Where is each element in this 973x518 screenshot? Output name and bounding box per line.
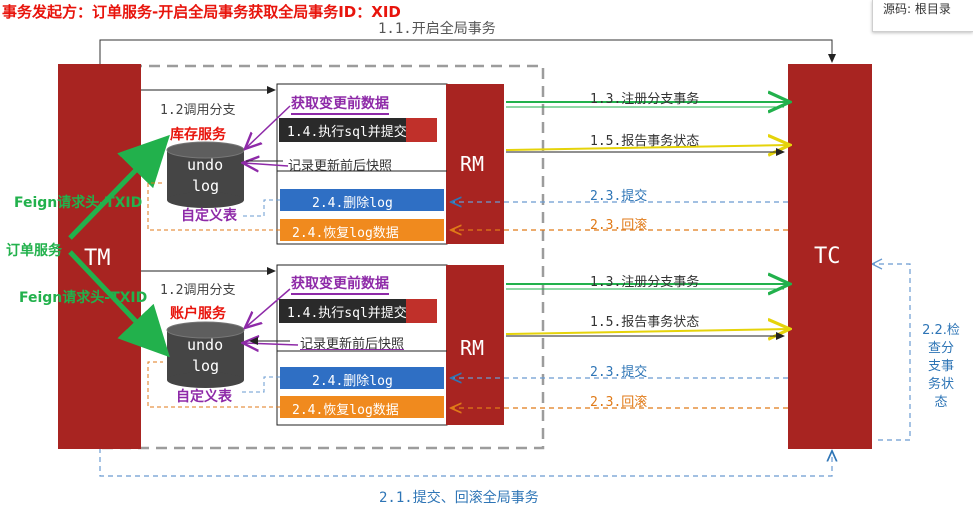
report-status-arrow-1 [505,145,788,150]
custom-table-label-1: 自定义表 [181,208,237,224]
undo-log-db-2 [166,321,245,388]
check-status-arrow [870,263,911,441]
rollback-label-1: 2.3.回滚 [590,218,648,233]
rm-block-2 [446,265,504,425]
call-branch-label-1: 1.2调用分支 [160,103,236,118]
report-status-label-1: 1.5.报告事务状态 [590,134,700,149]
feign-header-label-1: Feign请求头-TXID [14,195,143,211]
record-snapshot-label-1: 记录更新前后快照 [288,159,393,174]
commit-rollback-global-label: 2.1.提交、回滚全局事务 [379,490,539,506]
open-global-arrow [99,39,836,66]
log-label-2: log [192,357,220,375]
source-tooltip: 源码: 根目录 [872,0,973,32]
report-status-label-2: 1.5.报告事务状态 [590,315,700,330]
tm-label: TM [84,246,111,271]
exec-sql-suffix-1: 提交 [380,125,407,140]
undo-label-1: undo [187,156,224,174]
tc-block [788,64,872,449]
commit-label-2: 2.3.提交 [590,365,648,380]
rollback-label-2: 2.3.回滚 [590,395,648,410]
source-label: 源码: 根目录 [883,2,951,16]
get-before-data-label-1: 获取变更前数据 [291,93,389,115]
commit-rollback-global-arrow [99,448,832,477]
exec-sql-label-2: 1.4.执行sql并提交 [287,302,407,321]
page-title: 事务发起方：订单服务-开启全局事务获取全局事务ID：XID [2,3,401,21]
commit-label-1: 2.3.提交 [590,189,648,204]
order-service-label: 订单服务 [6,243,62,259]
exec-sql-suffix-2: 提交 [380,306,407,321]
restore-log-label-2: 2.4.恢复log数据 [292,403,399,418]
register-branch-label-2: 1.3.注册分支事务 [590,275,700,290]
rm-label-2: RM [460,336,485,360]
undo-label-2: undo [187,336,224,354]
feign-header-label-2: Feign请求头-TXID [19,290,148,306]
get-before-data-label-2: 获取变更前数据 [291,273,389,295]
delete-log-bar-2 [280,367,444,389]
undo-log-db-1 [166,141,245,208]
exec-sql-prefix-2: 1.4.执行sql并 [287,306,381,321]
register-branch-label-1: 1.3.注册分支事务 [590,92,700,107]
feign-arrow-2 [68,250,170,358]
restore-log-bar-1 [280,219,444,241]
report-status-arrow-2 [505,329,788,334]
log-label-1: log [192,177,220,195]
branch-frame-1 [276,83,448,245]
delete-log-bar-1 [280,189,444,211]
delete-log-label-2: 2.4.删除log [312,374,393,389]
call-branch-label-2: 1.2调用分支 [160,283,236,298]
restore-log-label-1: 2.4.恢复log数据 [292,226,399,241]
restore-log-bar-2 [280,396,444,418]
check-branch-status-label: 2.2.检查分支事务状态 [922,323,960,410]
delete-log-label-1: 2.4.删除log [312,196,393,211]
rm-block-1 [446,84,504,244]
exec-sql-label-1: 1.4.执行sql并提交 [287,121,407,140]
account-service-label: 账户服务 [170,306,226,322]
record-snapshot-label-2: 记录更新前后快照 [300,337,405,352]
open-global-label: 1.1.开启全局事务 [378,21,496,37]
tc-label: TC [814,244,841,269]
inventory-service-label: 库存服务 [170,127,226,143]
feign-arrow-1 [68,134,170,240]
rm-label-1: RM [460,152,485,176]
custom-table-label-2: 自定义表 [176,389,232,405]
exec-sql-prefix-1: 1.4.执行sql并 [287,125,381,140]
